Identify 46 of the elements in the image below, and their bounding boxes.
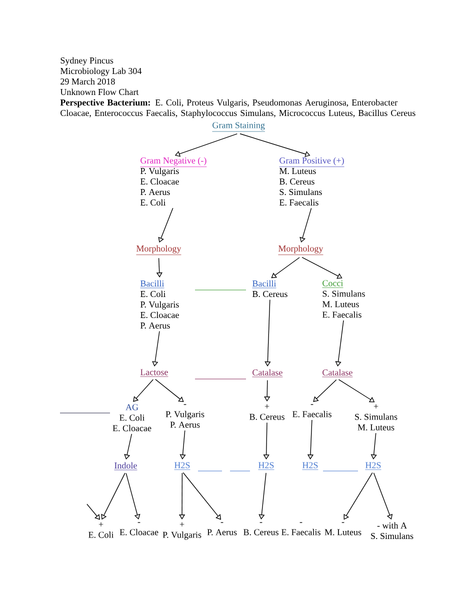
step-heading: H2S <box>174 462 190 470</box>
header-text: Perspective Bacterium: E. Coli, Proteus Vulgaris, Pseudomonas Aeruginosa, Enterobacter Cloacae, Enterococcus Faecalis, Staphylococcus Simulans, Micrococcus Luteus, Bacillus Cereus <box>60 99 416 118</box>
step-heading: H2S <box>302 462 318 470</box>
test-result: - with A S. Simulans <box>371 522 414 540</box>
test-result: + E. Coli <box>88 522 114 538</box>
arrow <box>335 320 344 366</box>
test-result: - P. Vulgaris P. Aerus <box>166 404 204 428</box>
arrow <box>258 472 266 520</box>
step-heading: Catalase <box>252 369 283 378</box>
bacteria-list: Gram Negative (-) P. Vulgaris E. Cloacae P. Aerus E. Coli <box>140 157 207 206</box>
test-result: - M. Luteus <box>324 522 362 536</box>
test-result: - B. Cereus <box>244 522 278 536</box>
bacteria-list: Bacilli B. Cereus <box>252 280 288 298</box>
arrow <box>338 379 375 402</box>
test-result: - E. Faecalis <box>282 522 320 536</box>
step-heading: Lactose <box>140 369 168 377</box>
header-text: Unknown Flow Chart <box>60 88 139 96</box>
step-heading: Morphology <box>278 245 324 255</box>
test-result: - P. Aerus <box>207 522 237 536</box>
arrow <box>264 380 270 402</box>
step-heading: Gram Staining <box>212 122 266 132</box>
arrow <box>302 256 342 279</box>
step-heading: Indole <box>114 462 138 470</box>
bacteria-list: Gram Positive (+) M. Luteus B. Cereus S. Simulans E. Faecalis <box>279 157 344 206</box>
test-result: + S. Simulans M. Luteus <box>355 404 398 430</box>
bacteria-list: Bacilli E. Coli P. Vulgaris E. Cloacae P. Aerus <box>140 280 179 329</box>
bacteria-list: Cocci S. Simulans M. Luteus E. Faecalis <box>322 280 365 318</box>
step-heading: Catalase <box>322 369 353 378</box>
step-heading: Morphology <box>136 245 182 255</box>
arrow <box>180 430 186 460</box>
arrow <box>133 379 154 402</box>
test-result: AG E. Coli E. Cloacae <box>112 404 152 432</box>
header-text: 29 March 2018 <box>60 78 115 85</box>
arrow <box>370 432 377 460</box>
arrow <box>271 257 300 278</box>
test-result: + B. Cereus <box>250 404 284 420</box>
test-result: + P. Vulgaris <box>162 522 202 540</box>
arrow <box>152 330 160 366</box>
test-result: - E. Cloacae <box>120 522 158 536</box>
step-heading: H2S <box>365 462 382 470</box>
arrow <box>313 379 337 402</box>
step-heading: H2S <box>258 462 274 470</box>
header-text: Microbiology Lab 304 <box>60 68 142 76</box>
arrow <box>264 299 271 366</box>
header-text: Sydney Pincus <box>60 57 114 66</box>
test-result: - E. Faecalis <box>292 404 332 418</box>
